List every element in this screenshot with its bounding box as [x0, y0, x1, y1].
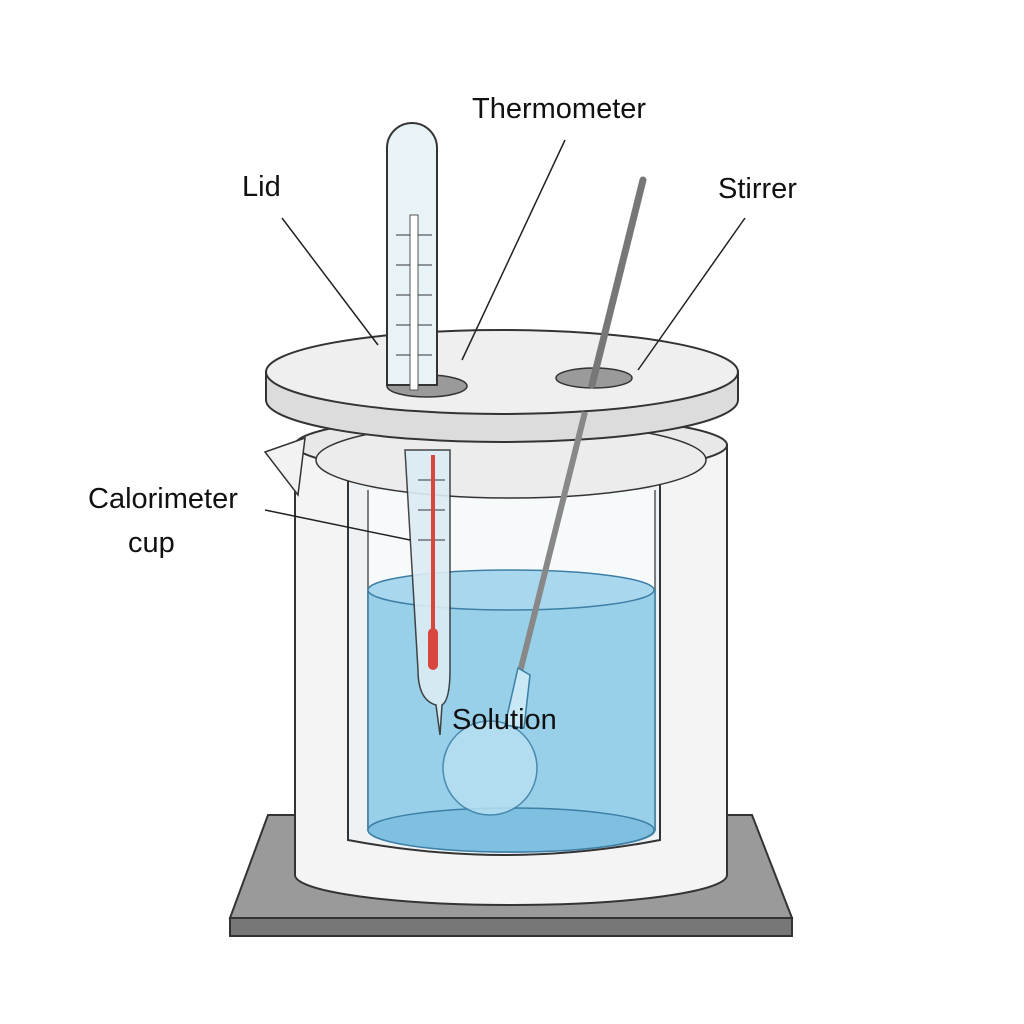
stirrer-label: Stirrer	[718, 173, 797, 205]
calorimeter-cup-label-line2: cup	[128, 527, 175, 559]
stirrer-leader	[637, 217, 746, 371]
spout	[263, 436, 306, 497]
thermometer-label: Thermometer	[472, 93, 647, 125]
mercury-bulb	[428, 628, 438, 670]
thermometer-leader	[461, 139, 566, 361]
lid	[265, 329, 739, 443]
leader-lines	[264, 139, 746, 541]
solution-label: Solution	[452, 704, 557, 736]
cup-leader	[264, 509, 411, 541]
stirrer	[442, 176, 647, 816]
lid-label: Lid	[242, 171, 281, 203]
calorimeter-cup-label-line1: Calorimeter	[88, 483, 238, 515]
lid-leader	[281, 217, 379, 346]
thermometer	[386, 122, 451, 736]
